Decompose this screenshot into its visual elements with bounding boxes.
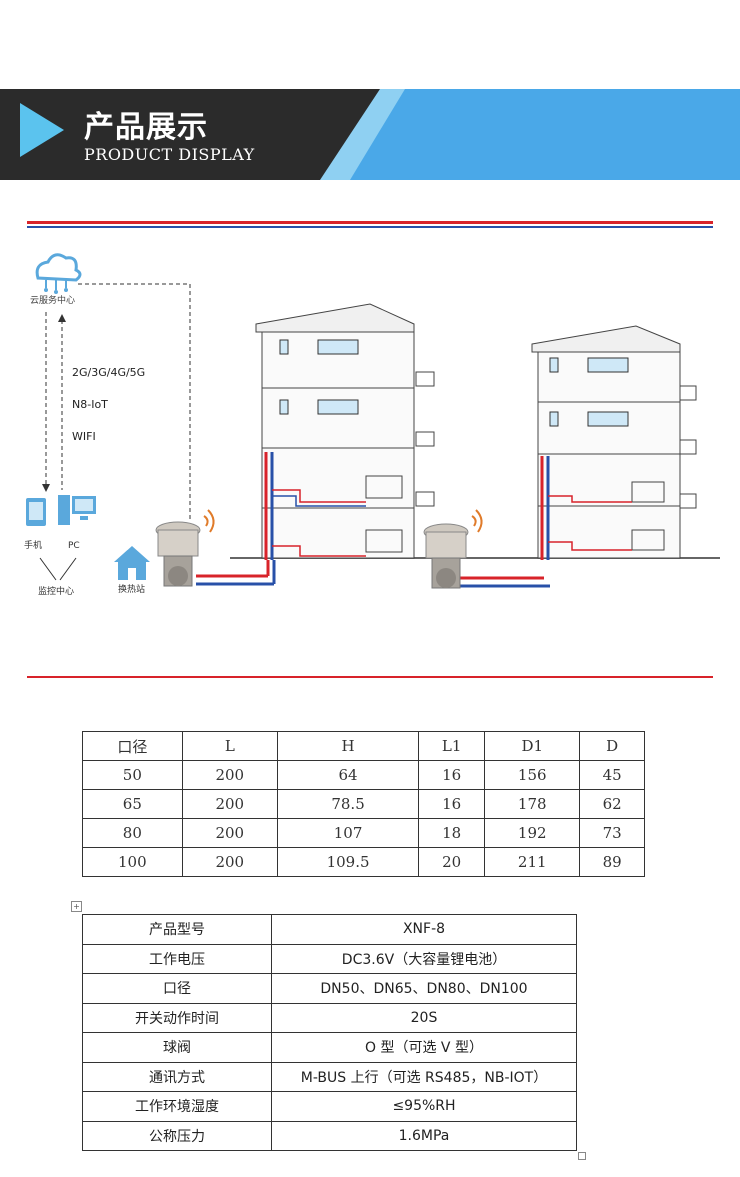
system-diagram: 云服务中心 2G/3G/4G/5G N8-IoT WIFI 手机 PC 监控中心… xyxy=(24,253,720,597)
header-cell: L xyxy=(181,731,278,761)
spec-value: DC3.6V（大容量锂电池） xyxy=(271,943,577,974)
table-cell: 65 xyxy=(82,789,183,819)
building-right xyxy=(531,325,697,560)
spec-key: 产品型号 xyxy=(82,914,272,945)
header-cell: L1 xyxy=(418,731,486,761)
table-cell: 100 xyxy=(82,847,183,877)
table-cell: 200 xyxy=(181,847,278,877)
divider-top-blue xyxy=(27,226,713,228)
table-cell: 200 xyxy=(181,760,278,790)
table-cell: 107 xyxy=(276,818,420,848)
table-row: 球阀 O 型（可选 V 型） xyxy=(82,1032,577,1063)
table-row: 65 200 78.5 16 178 62 xyxy=(82,789,645,819)
divider-top xyxy=(27,221,713,224)
table-row: 工作环境湿度 ≤95%RH xyxy=(82,1091,577,1122)
device-pc-label: PC xyxy=(68,541,80,551)
table-cell: 20 xyxy=(418,847,486,877)
table-cell: 18 xyxy=(418,818,486,848)
table-move-handle-icon[interactable]: + xyxy=(71,901,82,912)
spec-key: 口径 xyxy=(82,973,272,1004)
spec-value: 1.6MPa xyxy=(271,1120,577,1151)
table-row: 开关动作时间 20S xyxy=(82,1002,577,1033)
table-row: 公称压力 1.6MPa xyxy=(82,1120,577,1151)
table-cell: 178 xyxy=(484,789,581,819)
table-cell: 200 xyxy=(181,789,278,819)
spec-key: 通讯方式 xyxy=(82,1061,272,1092)
spec-value: XNF-8 xyxy=(271,914,577,945)
page-title: 产品展示 xyxy=(84,110,208,145)
spec-key: 开关动作时间 xyxy=(82,1002,272,1033)
table-cell: 50 xyxy=(82,760,183,790)
cloud-server-icon xyxy=(35,253,82,294)
table-cell: 45 xyxy=(579,760,645,790)
spec-value: 20S xyxy=(271,1002,577,1033)
table-cell: 109.5 xyxy=(276,847,420,877)
heat-station-label: 换热站 xyxy=(118,583,145,595)
table-cell: 89 xyxy=(579,847,645,877)
dimensions-table: 口径 L H L1 D1 D 50 200 64 16 156 45 65 20… xyxy=(82,731,645,877)
building-left xyxy=(255,303,435,560)
table-cell: 211 xyxy=(484,847,581,877)
table-row: 工作电压 DC3.6V（大容量锂电池） xyxy=(82,943,577,974)
table-row: 80 200 107 18 192 73 xyxy=(82,818,645,848)
phone-icon xyxy=(26,498,46,526)
valve-actuator-right xyxy=(423,509,483,589)
header-cell: 口径 xyxy=(82,731,183,761)
header-cell: H xyxy=(276,731,420,761)
table-row: 通讯方式 M-BUS 上行（可选 RS485，NB-IOT） xyxy=(82,1061,577,1092)
table-cell: 78.5 xyxy=(276,789,420,819)
cloud-label: 云服务中心 xyxy=(30,294,75,306)
table-row: 口径 DN50、DN65、DN80、DN100 xyxy=(82,973,577,1004)
device-phone-label: 手机 xyxy=(24,539,42,551)
spec-key: 工作电压 xyxy=(82,943,272,974)
divider-bottom xyxy=(27,676,713,678)
valve-actuator-left xyxy=(155,509,215,587)
header-cell: D xyxy=(579,731,645,761)
spec-key: 工作环境湿度 xyxy=(82,1091,272,1122)
network-nbiot: N8-IoT xyxy=(72,398,108,411)
table-cell: 16 xyxy=(418,760,486,790)
spec-value: O 型（可选 V 型） xyxy=(271,1032,577,1063)
section-banner xyxy=(0,89,740,180)
page-subtitle: PRODUCT DISPLAY xyxy=(84,145,255,164)
banner-background xyxy=(0,89,740,180)
table-cell: 62 xyxy=(579,789,645,819)
table-cell: 64 xyxy=(276,760,420,790)
table-row: 50 200 64 16 156 45 xyxy=(82,760,645,790)
network-2g-5g: 2G/3G/4G/5G xyxy=(72,366,145,379)
table-cell: 192 xyxy=(484,818,581,848)
network-wifi: WIFI xyxy=(72,430,96,443)
table-cell: 200 xyxy=(181,818,278,848)
table-cell: 156 xyxy=(484,760,581,790)
pc-icon xyxy=(58,495,96,525)
spec-key: 公称压力 xyxy=(82,1120,272,1151)
spec-value: M-BUS 上行（可选 RS485，NB-IOT） xyxy=(271,1061,577,1092)
spec-value: ≤95%RH xyxy=(271,1091,577,1122)
table-row: 100 200 109.5 20 211 89 xyxy=(82,847,645,877)
play-triangle-icon xyxy=(20,103,64,157)
table-resize-handle-icon[interactable] xyxy=(578,1152,586,1160)
heat-station-icon xyxy=(114,546,150,580)
table-cell: 73 xyxy=(579,818,645,848)
table-header-row: 口径 L H L1 D1 D xyxy=(82,731,645,761)
table-cell: 16 xyxy=(418,789,486,819)
specifications-table: 产品型号 XNF-8 工作电压 DC3.6V（大容量锂电池） 口径 DN50、D… xyxy=(82,914,577,1151)
header-cell: D1 xyxy=(484,731,581,761)
spec-value: DN50、DN65、DN80、DN100 xyxy=(271,973,577,1004)
spec-key: 球阀 xyxy=(82,1032,272,1063)
table-cell: 80 xyxy=(82,818,183,848)
table-row: 产品型号 XNF-8 xyxy=(82,914,577,945)
monitor-center-label: 监控中心 xyxy=(38,585,74,597)
